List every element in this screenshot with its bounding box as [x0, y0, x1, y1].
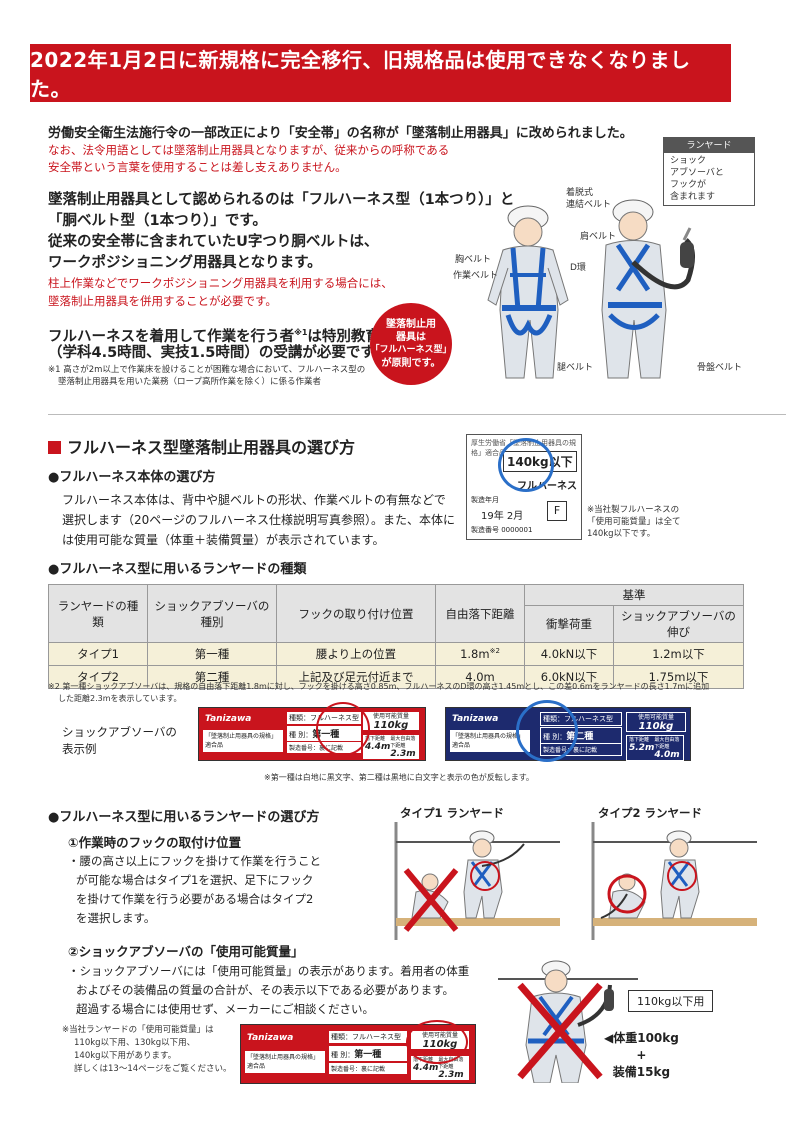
point-2-body: ・ショックアブソーバには「使用可能質量」の表示があります。着用者の体重 およびそ… [68, 964, 470, 1016]
sa-label-type1: Tanizawa 「墜落制止用器具の規格」適合品 種類：フルハーネス型 種 別：… [198, 707, 426, 761]
harness-figure [458, 150, 748, 390]
footnote-1b: 墜落制止用器具を用いた業務（ロープ高所作業を除く）に係る作業者 [58, 377, 321, 387]
lanyard-box-title: ランヤード [663, 137, 755, 152]
cell-extension: 1.2m以下 [613, 642, 744, 666]
cell-hook: 上記及び足元付近まで [276, 665, 436, 689]
col-header-lanyard: ランヤードの種類 [48, 584, 148, 643]
callout-shoulder-belt: 肩ベルト [580, 232, 617, 242]
footnote-1a: ※1 高さが2m以上で作業床を設けることが困難な場合において、フルハーネス型の [48, 365, 366, 375]
cell-impact: 6.0kN以下 [524, 665, 614, 689]
para-line-4: ワークポジショニング用器具となります。 [48, 255, 322, 271]
limit-110kg-box: 110kg以下用 [628, 990, 714, 1012]
type1-illustration [390, 822, 560, 940]
col-header-fall: 自由落下距離 [435, 584, 525, 643]
cell-fall: 1.8m※2 [435, 642, 525, 666]
tanizawa-logo: Tanizawa [452, 714, 499, 724]
capacity-highlight-circle [406, 1020, 468, 1064]
intro-line: 労働安全衛生法施行令の一部改正により「安全帯」の名称が「墜落制止用器具」に改めら… [48, 126, 633, 141]
lanyard-box-body: ショックアブソーバとフックが含まれます [663, 152, 755, 206]
type1-caption: タイプ1 ランヤード [400, 806, 505, 820]
col-header-sa: ショックアブソーバの種別 [147, 584, 277, 643]
harness-body-text: フルハーネス本体は、背中や腿ベルトの形状、作業ベルトの有無などで選択します（20… [62, 493, 456, 547]
cell-hook: 腰より上の位置 [276, 642, 436, 666]
cell-type: タイプ1 [48, 642, 148, 666]
notice-banner: 2022年1月2日に新規格に完全移行、旧規格品は使用できなくなりました。 [30, 44, 731, 102]
callout-detachable: 着脱式連結ベルト [566, 188, 612, 210]
education-line-1: フルハーネスを着用して作業を行う者※1は特別教育 [48, 328, 380, 345]
sa-std-text: 「墜落制止用器具の規格」適合品 [450, 730, 530, 752]
table-row: タイプ2 第二種 上記及び足元付近まで 4.0m 6.0kN以下 1.75m以下 [48, 665, 744, 689]
cell-impact: 4.0kN以下 [524, 642, 614, 666]
weight-total-note: ◀体重100kg+装備15kg [604, 1031, 679, 1079]
sa-color-note: ※第一種は白地に黒文字、第二種は黒地に白文字と表示の色が反転します。 [264, 773, 534, 782]
sa-example-label: ショックアブソーバの表示例 [62, 725, 177, 756]
sa-serial: 製造番号：裏に記載 [329, 1063, 407, 1074]
sa-std-text: 「墜落制止用器具の規格」適合品 [245, 1051, 325, 1073]
education-line-2: （学科4.5時間、実技1.5時間）の受講が必要です。 [48, 345, 388, 361]
cell-fall: 4.0m [435, 665, 525, 689]
overweight-illustration [498, 955, 638, 1084]
col-header-impact: 衝撃荷重 [524, 605, 614, 643]
point-2-title: ②ショックアブソーバの「使用可能質量」 [68, 944, 304, 959]
callout-pelvic-belt: 骨盤ベルト [697, 363, 743, 373]
tanizawa-logo: Tanizawa [247, 1033, 294, 1043]
divider [48, 414, 786, 415]
cell-extension: 1.75m以下 [613, 665, 744, 689]
class-highlight-circle [516, 700, 578, 762]
callout-work-belt: 作業ベルト [453, 271, 499, 281]
col-header-hook: フックの取り付け位置 [276, 584, 436, 643]
table-row: タイプ1 第一種 腰より上の位置 1.8m※2 4.0kN以下 1.2m以下 [48, 642, 744, 666]
point-1-body: ・腰の高さ以上にフックを掛けて作業を行うこと が可能な場合はタイプ1を選択、足下… [68, 854, 321, 925]
label-f: F [547, 501, 567, 521]
red-square-icon [48, 441, 61, 454]
sa-std-text: 「墜落制止用器具の規格」適合品 [203, 730, 283, 752]
class-highlight-circle [316, 702, 370, 756]
intro-note-2: 安全帯という言葉を使用することは差し支えありません。 [48, 160, 347, 174]
point-1-title: ①作業時のフックの取付け位置 [68, 835, 242, 850]
col-header-standard: 基準 [524, 584, 744, 606]
para-line-2: 「胴ベルト型（1本つり）」です。 [48, 213, 267, 229]
callout-chest-belt: 胸ベルト [455, 255, 492, 265]
label-brand: フルハーネス [517, 481, 577, 492]
weight-highlight-circle [498, 438, 554, 492]
tanizawa-logo: Tanizawa [205, 714, 252, 724]
subsection-lanyard-select: ●フルハーネス型に用いるランヤードの選び方 [48, 810, 320, 825]
red-note-1: 柱上作業などでワークポジショニング用器具を利用する場合には、 [48, 276, 393, 290]
type2-caption: タイプ2 ランヤード [598, 806, 703, 820]
callout-d-ring: D環 [570, 263, 586, 273]
lanyard-info-box: ランヤード ショックアブソーバとフックが含まれます [663, 137, 755, 206]
sa-kind: 種類：フルハーネス型 [329, 1031, 407, 1043]
red-note-2: 墜落制止用器具を併用することが必要です。 [48, 294, 277, 308]
para-line-3: 従来の安全帯に含まれていたU字つり胴ベルトは、 [48, 234, 379, 250]
footnote-2: ※2 第一種ショックアブソーバは、規格の自由落下距離1.8mに対し、フックを掛け… [48, 682, 710, 703]
label-date: 19年 2月 [481, 511, 524, 522]
section-title: フルハーネス型墜落制止用器具の選び方 [48, 434, 355, 458]
cell-sa: 第一種 [147, 642, 277, 666]
intro-note-1: なお、法令用語としては墜落制止用器具となりますが、従来からの呼称である [48, 143, 450, 157]
type2-illustration [587, 822, 757, 940]
subsection-harness: ●フルハーネス本体の選び方 [48, 470, 216, 485]
label-date-key: 製造年月 [471, 496, 499, 504]
harness-illustration [487, 199, 695, 379]
col-header-extension: ショックアブソーバの伸び [613, 605, 744, 643]
full-harness-principle-badge: 墜落制止用器具は「フルハーネス型」が原則です。 [370, 303, 452, 385]
para-line-1: 墜落制止用器具として認められるのは「フルハーネス型（1本つり）」と [48, 192, 515, 208]
sa-class: 種 別：第一種 [329, 1046, 407, 1061]
callout-thigh-belt: 腿ベルト [557, 363, 594, 373]
lanyard-capacity-note: ※当社ランヤードの「使用可能質量」は 110kg以下用、130kg以下用、 14… [62, 1025, 232, 1074]
lanyard-type-table: ランヤードの種類 ショックアブソーバの種別 フックの取り付け位置 自由落下距離 … [48, 584, 744, 689]
cell-type: タイプ2 [48, 665, 148, 689]
label-serial: 製造番号 0000001 [471, 526, 533, 534]
subsection-lanyard-types: ●フルハーネス型に用いるランヤードの種類 [48, 562, 307, 577]
